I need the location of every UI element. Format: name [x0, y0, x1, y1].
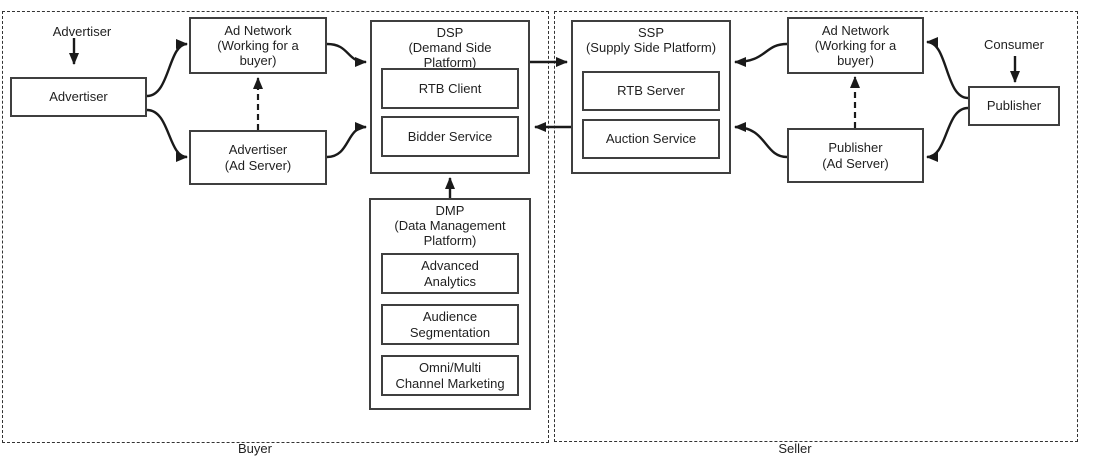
advertiser-ad-server-node: Advertiser (Ad Server)	[189, 130, 327, 185]
dmp-node: DMP (Data Management Platform) Advanced …	[369, 198, 531, 410]
advertiser-node: Advertiser	[10, 77, 147, 117]
buyer-region	[2, 11, 549, 443]
dsp-node: DSP (Demand Side Platform) RTB Client Bi…	[370, 20, 530, 174]
advertiser-actor-label: Advertiser	[52, 24, 112, 39]
bidder-service-node: Bidder Service	[381, 116, 519, 157]
seller-region-label: Seller	[778, 441, 812, 456]
rtb-client-node: RTB Client	[381, 68, 519, 109]
dsp-title: DSP (Demand Side Platform)	[408, 25, 492, 71]
ssp-title: SSP (Supply Side Platform)	[585, 25, 717, 56]
auction-service-node: Auction Service	[582, 119, 720, 159]
omni-multi-channel-node: Omni/Multi Channel Marketing	[381, 355, 519, 396]
ad-network-buyer-node: Ad Network (Working for a buyer)	[189, 17, 327, 74]
seller-region	[554, 11, 1078, 442]
consumer-actor-label: Consumer	[984, 37, 1044, 52]
dmp-title: DMP (Data Management Platform)	[394, 203, 506, 249]
rtb-server-node: RTB Server	[582, 71, 720, 111]
audience-segmentation-node: Audience Segmentation	[381, 304, 519, 345]
advanced-analytics-node: Advanced Analytics	[381, 253, 519, 294]
publisher-node: Publisher	[968, 86, 1060, 126]
ad-network-seller-node: Ad Network (Working for a buyer)	[787, 17, 924, 74]
ssp-node: SSP (Supply Side Platform) RTB Server Au…	[571, 20, 731, 174]
buyer-region-label: Buyer	[238, 441, 272, 456]
publisher-ad-server-node: Publisher (Ad Server)	[787, 128, 924, 183]
